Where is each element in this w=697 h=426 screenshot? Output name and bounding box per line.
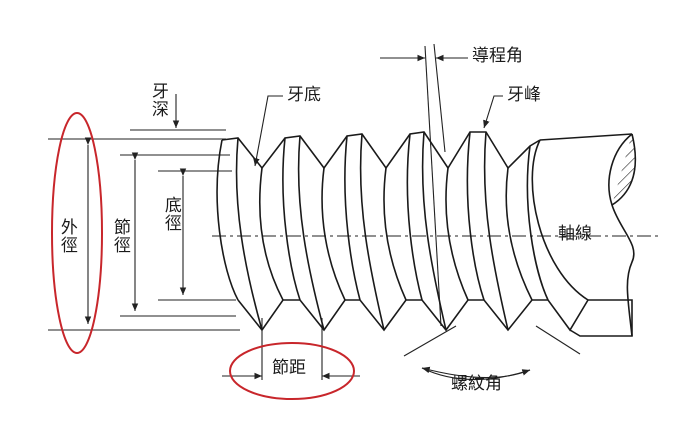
root-label: 牙底 [287,85,321,105]
lead-angle-label: 導程角 [472,46,523,66]
thread-depth-label: 牙深 [147,82,168,118]
dimension-lines [48,43,660,381]
highlight-ellipses [51,112,355,400]
pitch-highlight [229,342,355,400]
thread-angle-label: 螺紋角 [451,374,502,394]
screw-body [216,131,637,337]
pitch-diameter-label: 節徑 [109,218,130,254]
pitch-label: 節距 [272,358,306,378]
outer-diameter-highlight [51,112,103,354]
root-diameter-label: 底徑 [160,196,181,232]
axis-label: 軸線 [558,224,592,244]
outer-diameter-label: 外徑 [56,218,77,254]
crest-label: 牙峰 [507,85,541,105]
